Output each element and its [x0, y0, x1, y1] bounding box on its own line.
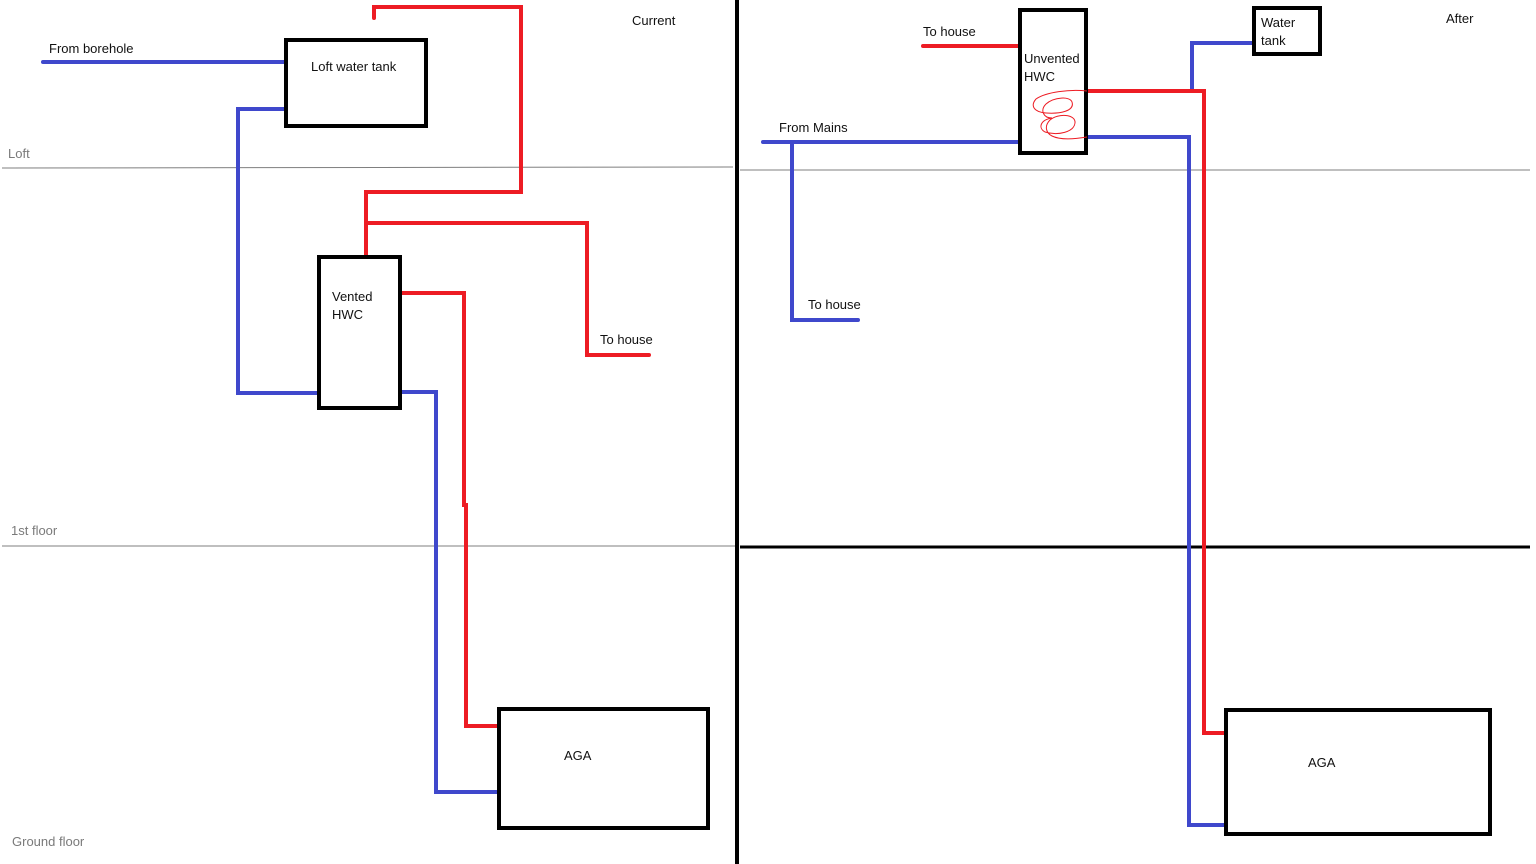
pipe-mains-to-house — [790, 140, 860, 322]
label-vented-hwc-1: Vented — [332, 289, 373, 304]
pipe-tank-to-hwc — [236, 107, 321, 395]
pipe-hwc-to-aga-cold-after — [1085, 135, 1227, 827]
label-water-tank-2: tank — [1261, 33, 1286, 48]
pipe-water-tank — [1190, 41, 1255, 93]
panel-title-after: After — [1446, 11, 1474, 26]
label-loft-tank: Loft water tank — [311, 59, 397, 74]
pipe-aga-to-hwc-hot — [399, 291, 501, 728]
aga-after — [1224, 708, 1492, 836]
pipe-hot-to-house — [364, 221, 651, 357]
pipe-hwc-to-aga-cold — [399, 390, 501, 794]
water-tank — [1252, 6, 1322, 56]
label-to-house-hot-after: To house — [923, 24, 976, 39]
label-aga-current: AGA — [564, 748, 592, 763]
heating-coil — [1032, 89, 1088, 140]
vented-hwc — [317, 255, 402, 410]
unvented-hwc — [1018, 8, 1088, 155]
label-water-tank-1: Water — [1261, 15, 1296, 30]
loft-water-tank — [284, 38, 428, 128]
pipe-aga-to-hwc-hot-after — [1085, 89, 1227, 735]
label-unvented-hwc-2: HWC — [1024, 69, 1055, 84]
label-to-house-current: To house — [600, 332, 653, 347]
floor-label-loft: Loft — [8, 146, 30, 161]
floor-label-first: 1st floor — [11, 523, 58, 538]
label-vented-hwc-2: HWC — [332, 307, 363, 322]
label-to-house-cold-after: To house — [808, 297, 861, 312]
label-aga-after: AGA — [1308, 755, 1336, 770]
loft-floor-line-left — [1, 166, 734, 169]
panel-title-current: Current — [632, 13, 676, 28]
label-unvented-hwc-1: Unvented — [1024, 51, 1080, 66]
floor-label-ground: Ground floor — [12, 834, 85, 849]
pipe-vent — [364, 5, 523, 258]
label-from-mains: From Mains — [779, 120, 848, 135]
aga-current — [497, 707, 710, 830]
label-from-borehole: From borehole — [49, 41, 134, 56]
